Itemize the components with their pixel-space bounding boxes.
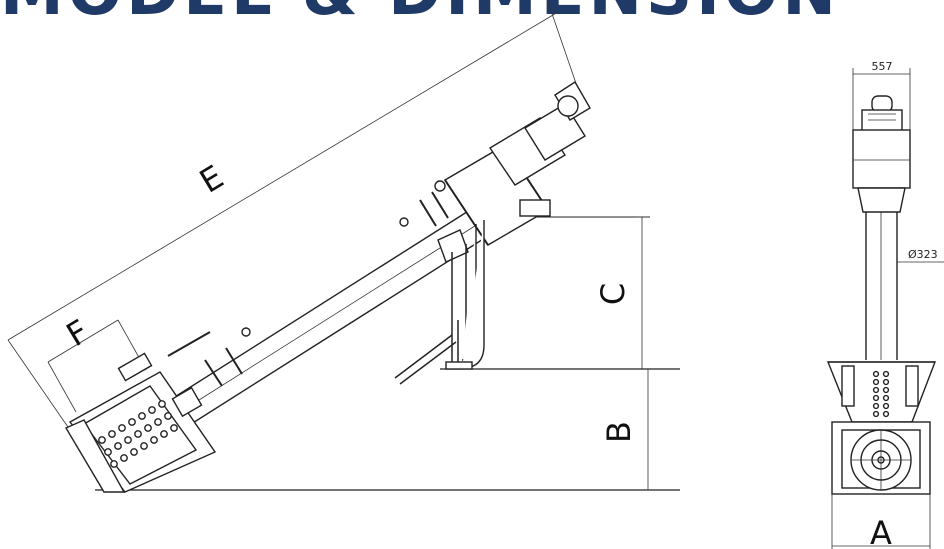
front-hopper [826,361,937,423]
screw-tube [169,191,489,427]
dimension-label-diameter: Ø323 [908,248,938,261]
front-view: 557 Ø323 [826,60,944,549]
dimension-label-width: 557 [872,60,893,73]
dimension-label-e: E [193,158,230,201]
front-screen-holes [872,370,890,418]
perforated-screen [98,400,178,468]
front-motor [861,95,903,133]
dimension-label-c: C [594,283,632,305]
dimension-label-a: A [870,514,892,549]
front-discharge-head [852,129,911,189]
support-frame [394,220,485,385]
dimension-label-b: B [600,421,638,443]
dimension-label-f: F [60,312,95,354]
dimension-line-e [7,11,559,341]
side-view: E F C B [7,1,680,493]
front-tube: Ø323 [865,212,944,360]
extension-line-e-right [547,1,581,96]
extension-line-f-left [47,361,77,413]
page-title: MODEL & DIMENSION [0,0,944,28]
inlet-hopper [64,331,217,493]
drive-motor [434,81,591,192]
front-trough [831,421,931,495]
extension-line-e-left [7,339,71,431]
discharge-housing [444,117,566,246]
dimension-line-f [47,319,119,363]
